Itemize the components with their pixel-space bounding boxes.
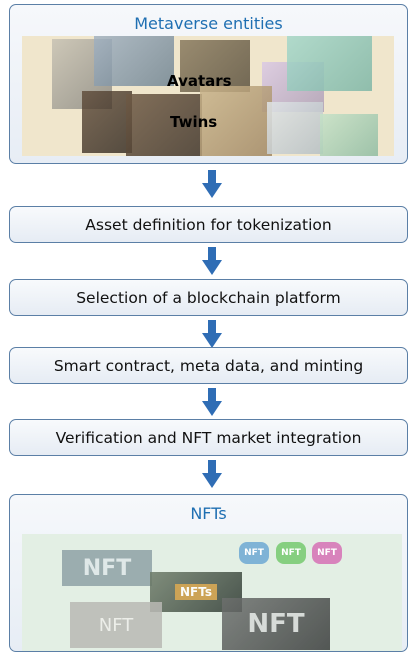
nft-image-tile: NFTs	[150, 572, 242, 612]
nft-image-tile: NFT	[222, 598, 330, 650]
down-arrow-icon	[202, 460, 222, 488]
nft-tile-text: NFT	[247, 609, 305, 639]
nft-badge-text: NFT	[244, 548, 264, 558]
metaverse-entities-title: Metaverse entities	[134, 14, 283, 33]
nft-tile-text: NFT	[98, 614, 134, 636]
step-asset-definition: Asset definition for tokenization	[9, 206, 408, 243]
nft-image-tile: NFT	[62, 550, 152, 586]
nft-badge-text: NFT	[317, 548, 337, 558]
twins-label: Twins	[170, 113, 218, 131]
down-arrow-icon	[202, 388, 222, 416]
nft-badge: NFT	[239, 542, 269, 564]
collage-image-tile	[94, 36, 174, 86]
down-arrow-icon	[202, 247, 222, 275]
nft-tile-text: NFT	[82, 555, 132, 581]
step-verification-market: Verification and NFT market integration	[9, 419, 408, 456]
down-arrow-icon	[202, 170, 222, 198]
step-smart-contract-minting: Smart contract, meta data, and minting	[9, 347, 408, 384]
collage-image-tile	[267, 102, 323, 154]
nft-collage: NFT NFTs NFT NFT NFT NFT NFT	[22, 534, 402, 651]
step-blockchain-selection: Selection of a blockchain platform	[9, 279, 408, 316]
nfts-title: NFTs	[190, 504, 227, 523]
nft-badge: NFT	[312, 542, 342, 564]
avatars-label: Avatars	[167, 72, 232, 90]
down-arrow-icon	[202, 320, 222, 348]
nft-badge: NFT	[276, 542, 306, 564]
collage-image-tile	[287, 36, 372, 91]
collage-image-tile	[126, 94, 202, 156]
nft-badge-text: NFT	[281, 548, 301, 558]
metaverse-collage: Avatars Twins	[22, 36, 394, 156]
collage-image-tile	[200, 86, 272, 156]
collage-image-tile	[82, 91, 132, 153]
collage-image-tile	[180, 40, 250, 92]
collage-image-tile	[320, 114, 378, 156]
nft-image-tile: NFT	[70, 602, 162, 648]
nft-tile-text: NFTs	[175, 584, 217, 600]
